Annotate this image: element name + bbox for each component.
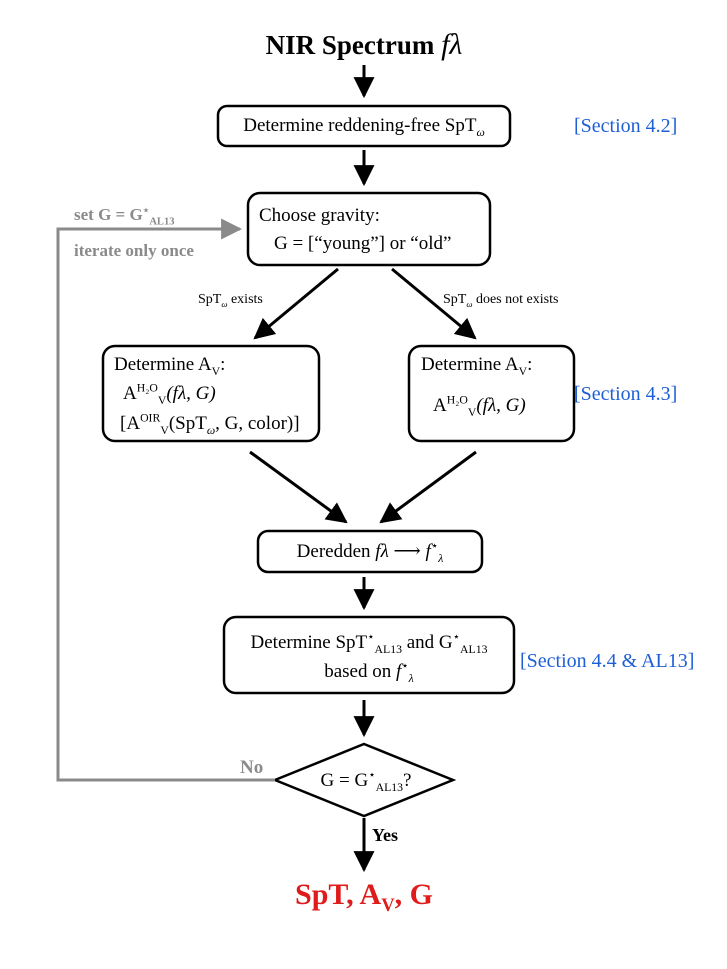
al13-spt: SpT xyxy=(335,632,368,653)
right-branch-sub: ω xyxy=(466,298,473,309)
av-left-heading: Determine AV: xyxy=(114,354,226,377)
av-left-f2-sup: OIR xyxy=(140,411,161,425)
av-left-f2-a: [A xyxy=(120,413,141,434)
section-ref-4-3: [Section 4.3] xyxy=(574,383,678,405)
al13-g-sup: ⋆ xyxy=(452,630,461,644)
result-av-sub: V xyxy=(381,895,395,916)
av-right-f-sup: H₂O xyxy=(446,393,468,407)
spt-box-label: Determine reddening-free SpTω xyxy=(243,115,485,138)
av-right-heading-text: Determine A xyxy=(421,354,519,375)
loop-line xyxy=(56,218,275,782)
loop-set: set xyxy=(74,205,94,224)
left-branch-label: SpTω exists xyxy=(198,292,263,309)
deredden-arrow-symbol: ⟶ xyxy=(393,541,421,562)
title-symbol: fλ xyxy=(441,28,463,61)
result-av: A xyxy=(359,878,382,911)
av-right-f-a: A xyxy=(433,395,447,416)
deredden-to-sub: λ xyxy=(438,551,444,565)
arrow-left-to-deredden xyxy=(249,450,348,524)
yes-label: Yes xyxy=(372,825,398,845)
av-left-f2-tail: , G, color)] xyxy=(215,413,300,434)
loop-g: G = G xyxy=(98,205,143,224)
no-label: No xyxy=(240,757,264,778)
loop-label-set: set G = G⋆AL13 xyxy=(74,205,174,228)
result-spt: SpT xyxy=(295,878,347,911)
al13-based-on: based on xyxy=(324,661,392,682)
decision-sup: ⋆ xyxy=(368,768,376,782)
right-branch-sym: SpT xyxy=(443,292,467,307)
title-text: NIR Spectrum xyxy=(265,30,435,60)
gravity-line2: G = [“young”] or “old” xyxy=(274,233,452,254)
section-ref-4-2: [Section 4.2] xyxy=(574,115,678,137)
decision-diamond xyxy=(271,742,457,818)
deredden-text: Deredden xyxy=(296,541,371,562)
spt-prefix: Determine reddening-free xyxy=(243,115,441,136)
av-right-heading-sub: V xyxy=(518,364,528,378)
box-av-left xyxy=(101,344,321,443)
right-branch-text: does not exists xyxy=(475,292,559,307)
left-branch-sub: ω xyxy=(221,298,228,309)
loop-sub: AL13 xyxy=(149,216,175,228)
box-spt xyxy=(216,104,512,148)
av-left-f1-a: A xyxy=(123,383,137,404)
result-g: G xyxy=(409,878,433,911)
left-branch-sym: SpT xyxy=(198,292,222,307)
av-right-heading-suffix: : xyxy=(527,354,533,375)
decision-sub: AL13 xyxy=(375,780,404,794)
av-right-f-sub: V xyxy=(467,405,477,419)
loop-sup: ⋆ xyxy=(142,205,150,217)
deredden-to-sup: ⋆ xyxy=(430,539,439,553)
spt-sub: ω xyxy=(476,125,485,139)
av-left-f1-sup: H₂O xyxy=(136,381,158,395)
result-output: SpT, AV, G xyxy=(295,878,433,916)
al13-g: G xyxy=(438,632,453,653)
av-left-heading-suffix: : xyxy=(220,354,226,375)
title: NIR Spectrum fλ xyxy=(266,30,463,60)
deredden-label: Deredden fλ ⟶ f⋆λ xyxy=(296,539,444,564)
al13-g-sub: AL13 xyxy=(460,642,488,656)
decision-text: G = G xyxy=(320,770,369,791)
av-left-f2-args-sub: ω xyxy=(206,423,216,437)
av-right-heading: Determine AV: xyxy=(421,354,533,377)
av-left-f2-sub: V xyxy=(160,423,169,437)
av-left-f1-sub: V xyxy=(157,393,167,407)
al13-and: and xyxy=(406,632,435,653)
al13-spt-sup: ⋆ xyxy=(367,630,375,644)
box-deredden xyxy=(256,529,484,574)
decision-label: G = G⋆AL13? xyxy=(320,768,412,793)
arrow-gravity-to-right xyxy=(391,267,477,340)
av-left-f1-args: (fλ, G) xyxy=(166,383,216,404)
loop-label-iterate: iterate only once xyxy=(74,241,194,260)
right-branch-label: SpTω does not exists xyxy=(443,292,559,309)
av-left-heading-text: Determine A xyxy=(114,354,212,375)
al13-f-sub: λ xyxy=(408,671,414,685)
av-left-heading-sub: V xyxy=(211,364,221,378)
deredden-to: f xyxy=(425,541,431,562)
al13-determine: Determine xyxy=(250,632,331,653)
av-left-formula1: AH₂OV(fλ, G) xyxy=(123,381,216,406)
al13-f-sup: ⋆ xyxy=(401,659,409,673)
box-av-right xyxy=(407,344,576,443)
box-gravity xyxy=(246,191,492,267)
arrow-right-to-deredden xyxy=(379,450,477,524)
av-left-formula2: [AOIRV(SpTω, G, color)] xyxy=(120,411,300,436)
spt-sym: SpT xyxy=(444,115,477,136)
av-left-f2-args: (SpT xyxy=(168,413,207,434)
al13-line2: based on f⋆λ xyxy=(324,659,414,684)
deredden-from: fλ xyxy=(375,541,389,562)
av-right-f-args: (fλ, G) xyxy=(476,395,526,416)
arrow-gravity-to-left xyxy=(253,267,339,340)
box-determine-al13 xyxy=(222,615,516,695)
gravity-line1: Choose gravity: xyxy=(259,205,380,226)
decision-q: ? xyxy=(403,770,412,791)
al13-spt-sub: AL13 xyxy=(374,642,402,656)
left-branch-text: exists xyxy=(230,292,263,307)
al13-f: f xyxy=(396,661,402,682)
al13-line1: Determine SpT⋆AL13 and G⋆AL13 xyxy=(250,630,488,655)
section-ref-4-4: [Section 4.4 & AL13] xyxy=(520,650,695,672)
av-right-formula: AH₂OV(fλ, G) xyxy=(433,393,526,418)
